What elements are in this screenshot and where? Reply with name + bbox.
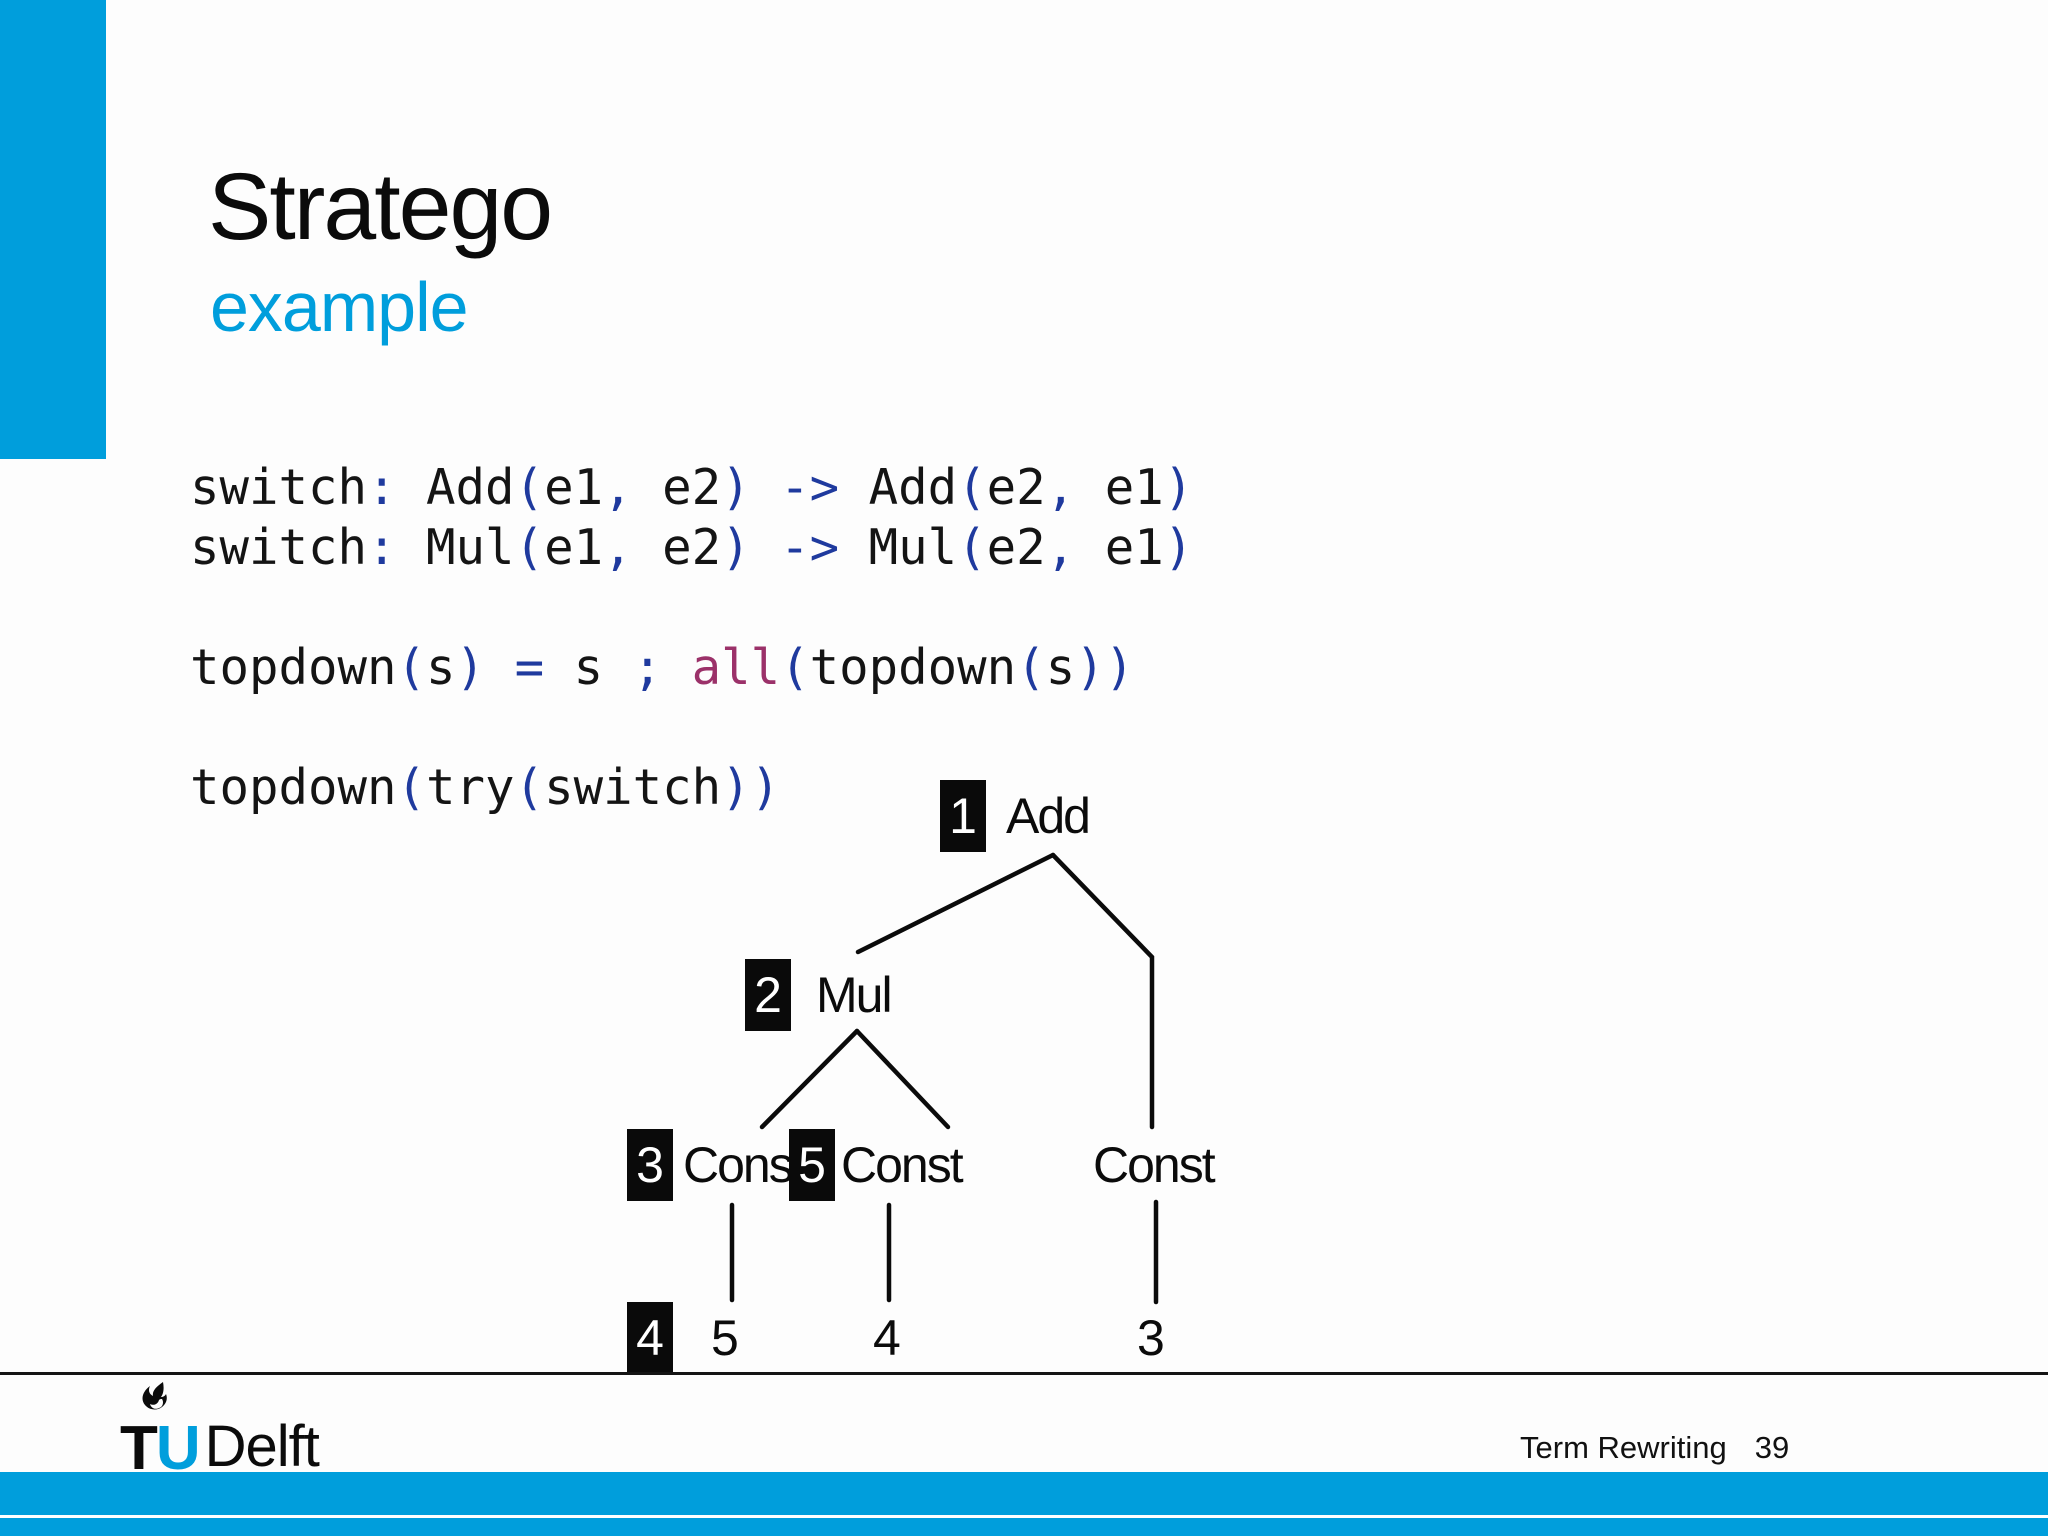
tudelft-flame-icon	[142, 1382, 167, 1410]
tree-node-mul: Mul	[816, 967, 893, 1023]
code-line: switch: Mul(e1, e2) -> Mul(e2, e1)	[190, 519, 1194, 576]
code-block: switch: Add(e1, e2) -> Add(e2, e1)switch…	[190, 458, 1193, 818]
logo-letter-u: U	[155, 1414, 201, 1483]
tudelft-logo: T U Delft	[120, 1414, 320, 1483]
footer-course-label: Term Rewriting	[1520, 1430, 1727, 1465]
tree-leaf-3: 3	[1137, 1310, 1165, 1366]
logo-letter-t: T	[120, 1414, 158, 1483]
tree-node-add: Add	[1006, 788, 1091, 844]
tree-leaf-5: 5	[711, 1310, 739, 1366]
tree-node-const-middle: Const	[841, 1137, 964, 1193]
logo-delft: Delft	[204, 1414, 320, 1479]
code-line: topdown(s) = s ; all(topdown(s))	[190, 639, 1135, 696]
code-line: topdown(try(switch))	[190, 759, 781, 816]
visit-badge-4: 4	[627, 1302, 673, 1374]
visit-badge-3: 3	[627, 1129, 673, 1201]
left-accent-bar	[0, 0, 106, 459]
footer-divider	[0, 1372, 2048, 1375]
footer-page-number: 39	[1754, 1430, 1790, 1465]
bottom-bar-hairline	[0, 1515, 2048, 1518]
page-subtitle: example	[210, 268, 469, 346]
footer-right: Term Rewriting 39	[1520, 1430, 1789, 1466]
code-line: switch: Add(e1, e2) -> Add(e2, e1)	[190, 459, 1194, 516]
bottom-accent-bar	[0, 1472, 2048, 1536]
tree-leaf-4: 4	[873, 1310, 901, 1366]
tree-node-const-left: Const	[683, 1137, 806, 1193]
visit-badge-2: 2	[745, 959, 791, 1031]
visit-badge-1: 1	[940, 780, 986, 852]
code-line	[190, 698, 1193, 758]
visit-badge-5: 5	[789, 1129, 835, 1201]
page-title: Stratego	[208, 154, 553, 260]
tree-node-const-right: Const	[1093, 1137, 1216, 1193]
code-line	[190, 578, 1193, 638]
